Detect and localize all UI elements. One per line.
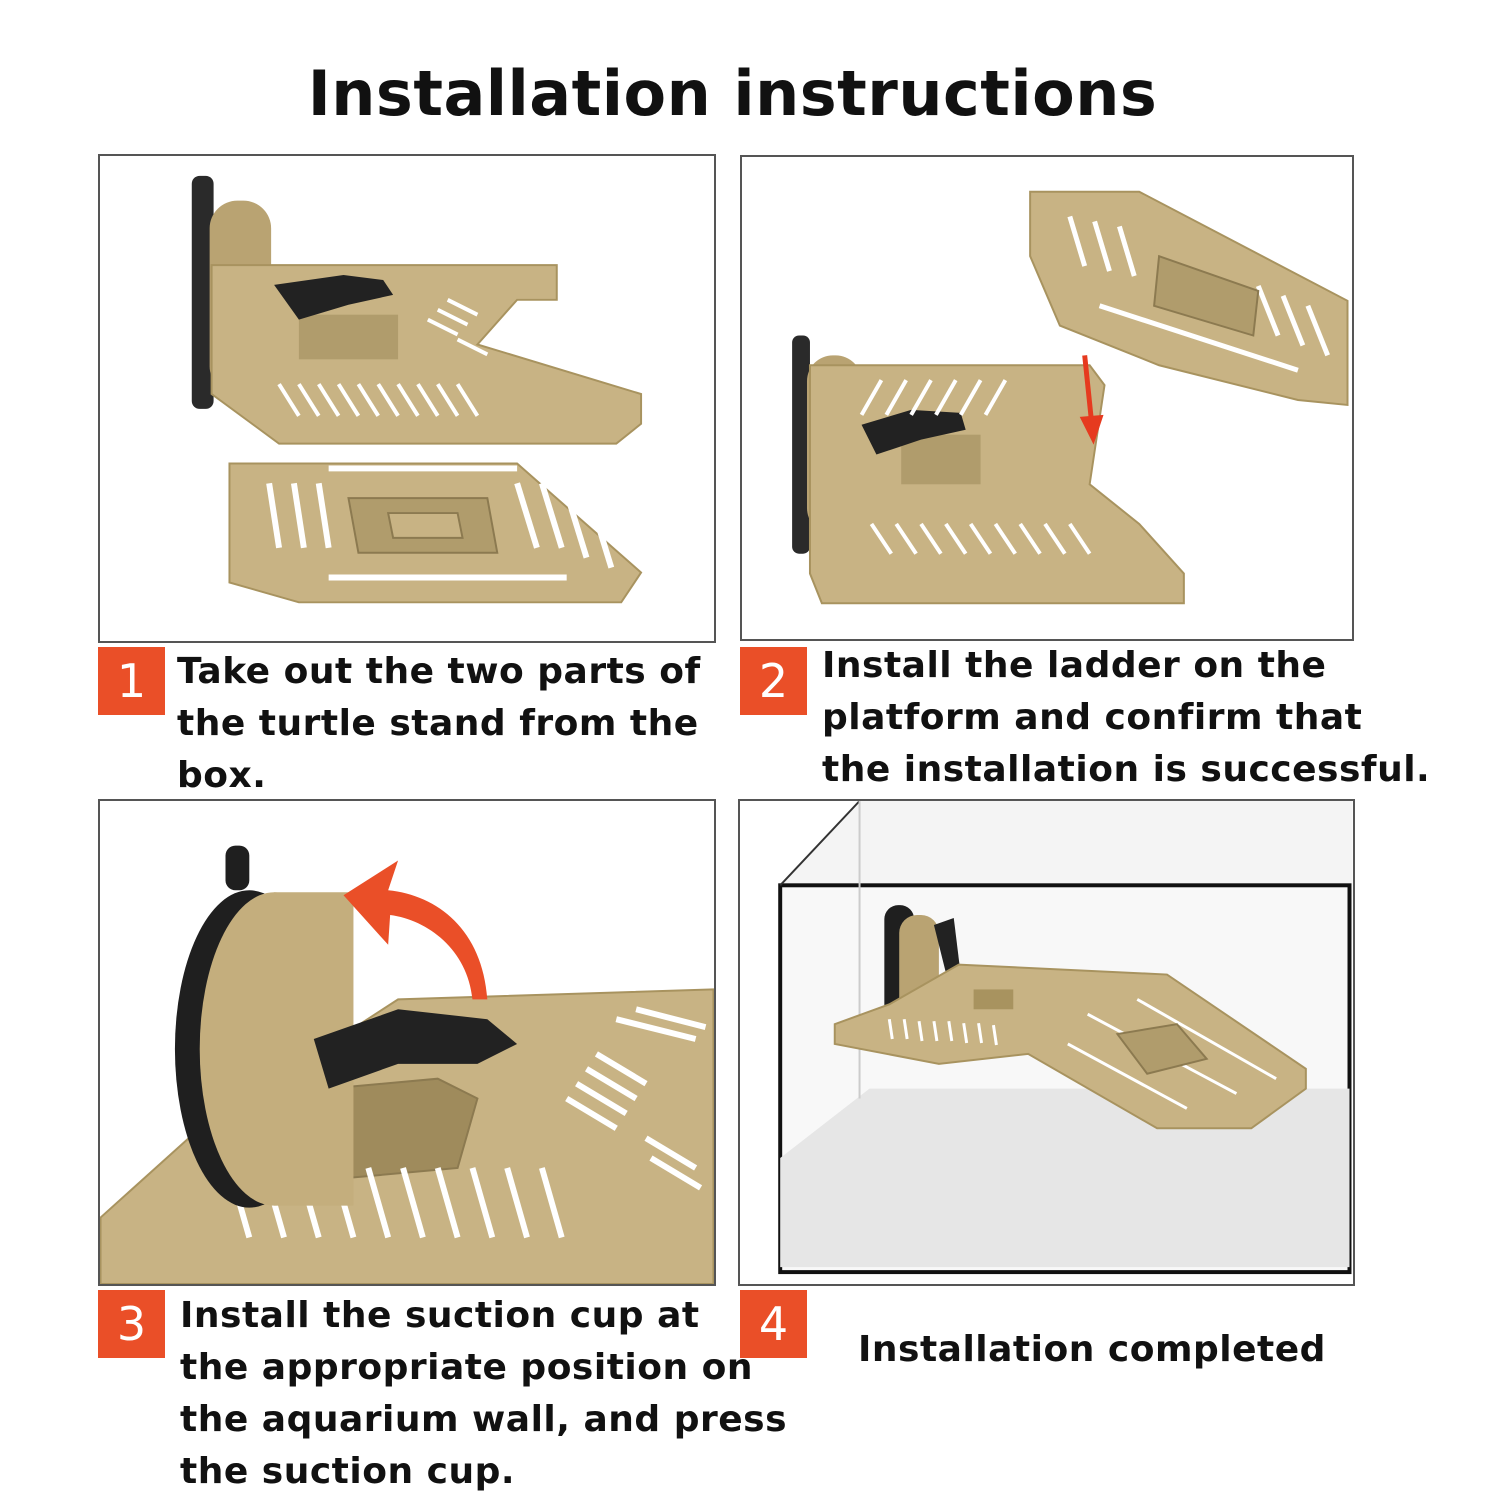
step-2-text: Install the ladder on the platform and c… bbox=[822, 645, 1431, 790]
step-3-illustration bbox=[100, 845, 714, 1284]
step-2-illustration bbox=[792, 190, 1349, 605]
platform-icon bbox=[210, 264, 643, 445]
step-4-image bbox=[738, 799, 1355, 1286]
step-1-illustration bbox=[191, 175, 643, 604]
suction-cup-icon bbox=[792, 335, 810, 554]
clip-icon bbox=[313, 1009, 518, 1089]
step-3-badge: 3 bbox=[98, 1290, 165, 1358]
suction-cup-icon bbox=[191, 175, 214, 409]
step-4-illustration bbox=[778, 801, 1353, 1275]
step-1-image bbox=[98, 154, 716, 643]
page-title: Installation instructions bbox=[307, 56, 1158, 130]
step-1-text: Take out the two parts of the turtle sta… bbox=[177, 651, 701, 796]
step-1-badge: 1 bbox=[98, 647, 165, 715]
step-2-image bbox=[740, 155, 1354, 641]
rotate-arrow-icon bbox=[343, 860, 488, 1000]
step-4-text: Installation completed bbox=[858, 1329, 1326, 1370]
step-3-image bbox=[98, 799, 716, 1286]
step-3-text: Install the suction cup at the appropria… bbox=[180, 1295, 787, 1492]
step-4-badge: 4 bbox=[740, 1290, 807, 1358]
step-2-badge: 2 bbox=[740, 647, 807, 715]
down-arrow-icon bbox=[1082, 355, 1095, 424]
platform-icon bbox=[808, 364, 1185, 605]
